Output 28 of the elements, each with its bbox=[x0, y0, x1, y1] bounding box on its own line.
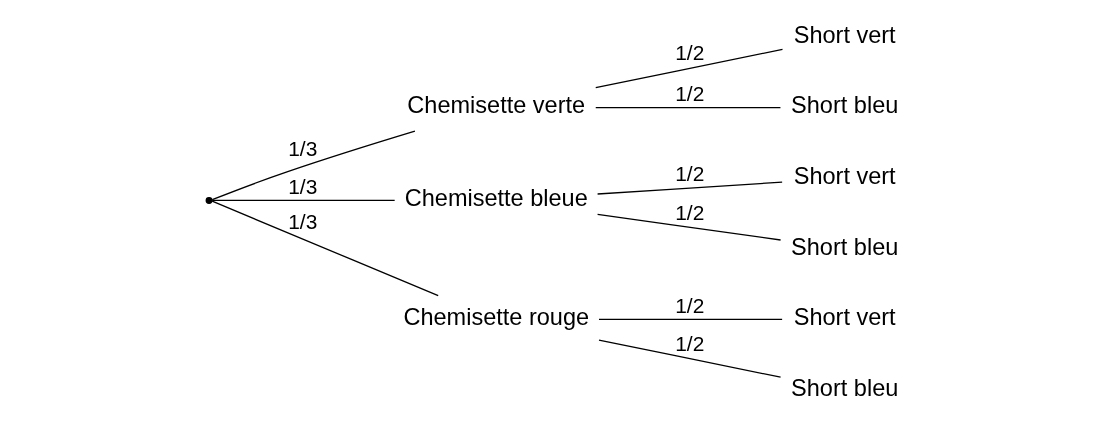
connector bbox=[211, 199, 396, 202]
connector bbox=[598, 318, 783, 321]
node-text: Short bleu bbox=[791, 233, 899, 260]
connector bbox=[211, 200, 439, 297]
node-text: Chemisette bleue bbox=[404, 185, 588, 212]
edge-label: 1/2 bbox=[675, 161, 705, 185]
node-text: Short vert bbox=[793, 21, 896, 48]
connector bbox=[211, 130, 416, 201]
node-text: Short bleu bbox=[791, 92, 899, 119]
node-text: Chemisette verte bbox=[407, 92, 586, 119]
edge-label: 1/2 bbox=[675, 41, 705, 65]
edge-label: 1/3 bbox=[288, 136, 318, 160]
edge-label: 1/2 bbox=[675, 293, 705, 317]
connector bbox=[598, 339, 782, 378]
edge-label: 1/3 bbox=[288, 174, 318, 198]
connector bbox=[595, 48, 784, 89]
edge-label: 1/2 bbox=[675, 81, 705, 105]
edge-label: 1/2 bbox=[675, 200, 705, 224]
edge-label: 1/3 bbox=[288, 209, 318, 233]
node-text: Short vert bbox=[793, 162, 896, 189]
node-point bbox=[205, 196, 213, 204]
edge-label: 1/2 bbox=[675, 331, 705, 355]
connector bbox=[596, 181, 783, 195]
node-text: Short vert bbox=[793, 304, 896, 331]
connector bbox=[596, 213, 782, 241]
connector bbox=[595, 106, 782, 109]
node-text: Chemisette rouge bbox=[403, 304, 590, 331]
node-text: Short bleu bbox=[791, 374, 899, 401]
